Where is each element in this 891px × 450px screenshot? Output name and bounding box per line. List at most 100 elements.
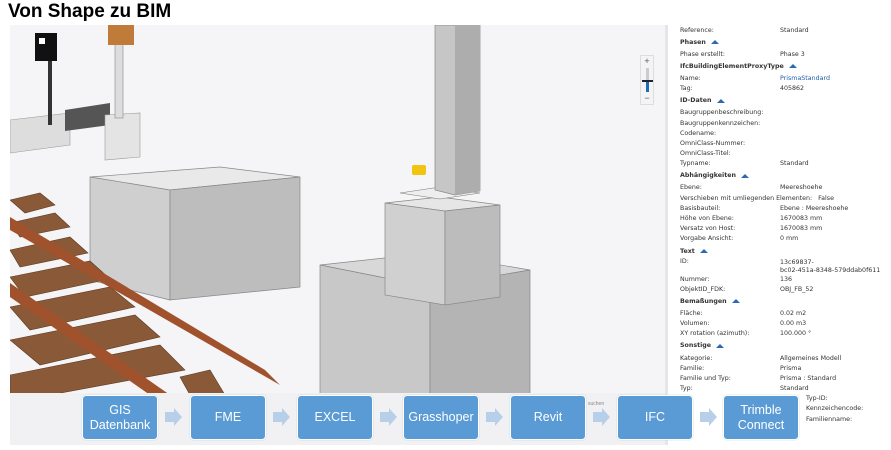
property-value: 0.02 m2: [780, 309, 807, 317]
property-value: Meereshoehe: [780, 184, 823, 192]
property-value: Phase 3: [780, 50, 805, 58]
property-key: Familie und Typ:: [680, 374, 731, 382]
collapse-icon[interactable]: [716, 343, 725, 348]
3d-viewport[interactable]: + −: [10, 25, 665, 395]
property-row: Versatz von Host: 1670083 mm: [680, 224, 888, 234]
collapse-icon[interactable]: [710, 40, 719, 45]
signal-light: [39, 38, 45, 44]
pedestal-side: [384, 202, 446, 306]
property-key: Baugruppenkennzeichen:: [680, 119, 761, 127]
section-header: IfcBuildingElementProxyType: [680, 59, 888, 73]
property-row: Familie:Prisma: [680, 363, 888, 373]
workflow-step: EXCEL: [297, 395, 373, 440]
property-key: Vorgabe Ansicht:: [680, 235, 734, 243]
zoom-slider[interactable]: [642, 68, 653, 92]
section-header: ID-Daten: [680, 94, 888, 108]
property-key: Baugruppenbeschreibung:: [680, 109, 764, 117]
property-value: OBJ_FB_52: [780, 285, 814, 293]
property-row: ID: 13c69837- bc02-451a-8348-579ddab0f611: [680, 258, 888, 274]
property-value: 100.000 °: [780, 330, 812, 338]
property-key: Versatz von Host:: [680, 225, 736, 233]
property-row: Fläche: 0.02 m2: [680, 308, 888, 318]
property-value: Standard: [780, 26, 809, 34]
property-key: Familie:: [680, 364, 705, 372]
property-key: ID:: [680, 258, 689, 265]
property-key: Name:: [680, 74, 701, 82]
property-value: 13c69837- bc02-451a-8348-579ddab0f611: [780, 259, 881, 274]
property-value[interactable]: PrismaStandard: [780, 74, 830, 82]
property-row: Typ-ID:: [680, 394, 888, 404]
property-key: Familienname:: [806, 415, 853, 423]
property-key: Ebene:: [680, 184, 702, 192]
sign-plate: [108, 25, 134, 45]
property-key: Tag:: [680, 85, 693, 93]
zoom-slider-thumb[interactable]: [642, 80, 653, 82]
property-key: Höhe von Ebene:: [680, 215, 734, 223]
section-title: Abhängigkeiten: [680, 172, 736, 180]
property-key: Fläche:: [680, 309, 703, 317]
collapse-icon[interactable]: [731, 299, 740, 304]
workflow-step: GIS Datenbank: [82, 395, 158, 440]
background-block: [10, 112, 71, 154]
section-header: Phasen: [680, 35, 888, 49]
property-value: 0.00 m3: [780, 320, 807, 328]
property-value: Standard: [780, 160, 809, 168]
property-row: Höhe von Ebene:1670083 mm: [680, 213, 888, 223]
property-row: OmniClass-Nummer:: [680, 138, 888, 148]
property-row: Typname:Standard: [680, 159, 888, 169]
property-value: Allgemeines Modell: [780, 354, 842, 362]
property-row: Verschieben mit umliegenden Elementen:Fa…: [680, 193, 888, 203]
property-row: Basisbauteil:Ebene : Meereshoehe: [680, 203, 888, 213]
signal-head: [35, 33, 57, 61]
property-row: Baugruppenkennzeichen:: [680, 118, 888, 128]
workflow-step: FME: [190, 395, 266, 440]
property-key: Reference:: [680, 26, 714, 34]
collapse-icon[interactable]: [716, 98, 725, 103]
signal-pole: [48, 60, 52, 125]
collapse-icon[interactable]: [788, 64, 797, 69]
property-row: Reference: Standard: [680, 25, 888, 35]
property-key: Verschieben mit umliegenden Elementen:: [680, 194, 813, 202]
zoom-out-button[interactable]: −: [644, 93, 650, 103]
rail-left: [10, 217, 280, 385]
zoom-control[interactable]: + −: [640, 55, 654, 105]
zoom-in-button[interactable]: +: [644, 56, 650, 66]
section-header: Bemaßungen: [680, 294, 888, 308]
section-title: Sonstige: [680, 342, 712, 350]
collapse-icon[interactable]: [699, 249, 708, 253]
property-key: XY rotation (azimuth):: [680, 330, 750, 338]
property-key: Typ:: [680, 385, 693, 393]
zoom-slider-fill: [646, 81, 649, 92]
property-row: Baugruppenbeschreibung:: [680, 108, 888, 118]
cabinet-front: [169, 176, 301, 301]
property-value: Ebene : Meereshoehe: [780, 204, 849, 212]
property-row: Typ:Standard: [680, 384, 888, 394]
section-header: Text: [680, 244, 888, 258]
property-value: Prisma : Standard: [780, 374, 837, 382]
property-value: 1670083 mm: [780, 225, 823, 233]
dark-block: [65, 103, 110, 131]
steel-column-shade: [455, 25, 480, 195]
property-row: ObjektID_FDK:OBJ_FB_52: [680, 284, 888, 294]
selection-marker[interactable]: [412, 165, 426, 175]
property-row: Familienname:: [680, 414, 888, 424]
property-row: Ebene: Meereshoehe: [680, 183, 888, 193]
property-key: Codename:: [680, 129, 717, 137]
property-key: OmniClass-Nummer:: [680, 139, 746, 147]
workflow-step: Grasshoper: [403, 395, 479, 440]
property-row: Name: PrismaStandard: [680, 73, 888, 83]
section-header: Abhängigkeiten: [680, 169, 888, 183]
property-row: Codename:: [680, 128, 888, 138]
property-key: Kennzeichencode:: [806, 405, 864, 413]
property-row: Tag:405862: [680, 84, 888, 94]
panel-splitter[interactable]: [665, 25, 668, 445]
collapse-icon[interactable]: [740, 173, 749, 178]
section-header: Sonstige: [680, 339, 888, 353]
rail-right: [10, 283, 170, 395]
post-base: [104, 112, 141, 161]
property-value: 0 mm: [780, 235, 799, 243]
section-title: Phasen: [680, 38, 706, 46]
workflow-step: IFC: [617, 395, 693, 440]
property-key: Volumen:: [680, 320, 710, 328]
